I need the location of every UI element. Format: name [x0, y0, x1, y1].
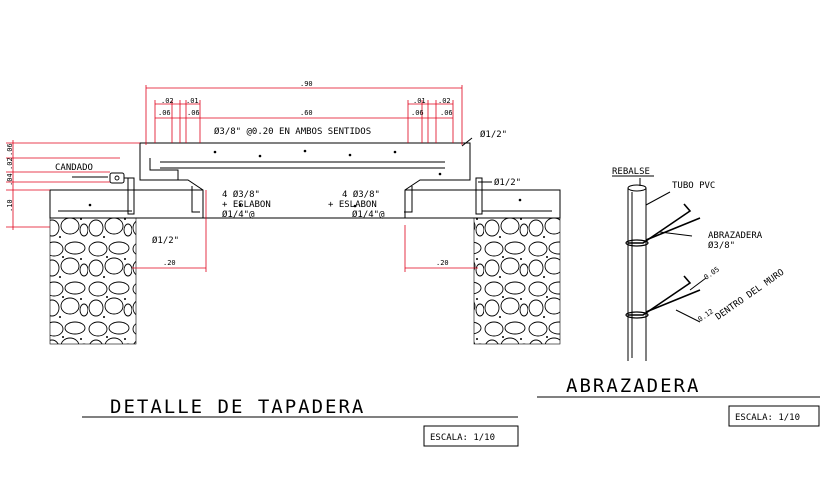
- right-bars-line2: + ESLABON: [328, 200, 377, 210]
- dim-total: .90: [300, 80, 313, 88]
- rebar-half-left-label: Ø1/2": [152, 235, 179, 246]
- dim-inner: .60: [300, 109, 313, 117]
- stone-wall-right: [473, 217, 561, 345]
- main-rebar-label: Ø3/8" @0.20 EN AMBOS SENTIDOS: [214, 126, 371, 137]
- right-bars-line1: 4 Ø3/8": [342, 189, 380, 200]
- rebalse-label: REBALSE: [612, 167, 650, 177]
- candado-label: CANDADO: [55, 163, 93, 173]
- dim-001-right: .01: [413, 97, 426, 105]
- dim-left-10: .10: [6, 199, 14, 212]
- tubo-pvc-label: TUBO PVC: [672, 181, 715, 191]
- left-bars-line3: Ø1/4"@: [222, 209, 255, 220]
- dim-support-right: .20: [436, 259, 449, 267]
- dim-clamp-005: 0.05: [703, 265, 721, 281]
- tapadera-detail: .90 .60 .02 .01 .06 .06 .01 .02 .06 .06 …: [6, 80, 561, 447]
- clamp-bars: [625, 203, 701, 319]
- dim-006-a: .06: [158, 109, 171, 117]
- right-bars-line3: Ø1/4"@: [352, 209, 385, 220]
- rebar-half-top-label: Ø1/2": [480, 129, 507, 140]
- pvc-pipe: [627, 184, 647, 361]
- dim-left-06: .06: [6, 143, 14, 156]
- abrazadera-detail: REBALSE TUBO PVC ABRAZADERA Ø3/8" 0.05 0…: [537, 167, 820, 427]
- rebar-half-right-label: Ø1/2": [494, 177, 521, 188]
- dim-001-left: .01: [186, 97, 199, 105]
- abrazadera-title: ABRAZADERA: [566, 375, 700, 397]
- abrazadera-rebar-label: Ø3/8": [708, 240, 735, 251]
- abrazadera-label: ABRAZADERA: [708, 231, 763, 241]
- tapadera-title: DETALLE DE TAPADERA: [110, 396, 365, 418]
- dim-006-d: .06: [440, 109, 453, 117]
- dim-clamp-012: 0.12: [697, 307, 715, 323]
- lid-slab: [88, 142, 522, 219]
- left-bars-line2: + ESLABON: [222, 200, 271, 210]
- left-bars-line1: 4 Ø3/8": [222, 189, 260, 200]
- support-beam-right: [404, 177, 561, 219]
- dim-006-b: .06: [187, 109, 200, 117]
- top-dimension-lines: [6, 85, 478, 272]
- tapadera-scale: ESCALA: 1/10: [430, 433, 495, 443]
- dim-left-02: .02: [6, 157, 14, 170]
- dim-left-04: .04: [6, 173, 14, 186]
- stone-wall-left: [49, 217, 137, 345]
- padlock-icon: [109, 172, 134, 184]
- dim-006-c: .06: [411, 109, 424, 117]
- dim-002-right: .02: [438, 97, 451, 105]
- abrazadera-scale: ESCALA: 1/10: [735, 413, 800, 423]
- dim-support-left: .20: [163, 259, 176, 267]
- dentro-muro-label: DENTRO DEL MURO: [714, 268, 786, 323]
- dim-002-left: .02: [161, 97, 174, 105]
- support-beam-left: [49, 177, 204, 219]
